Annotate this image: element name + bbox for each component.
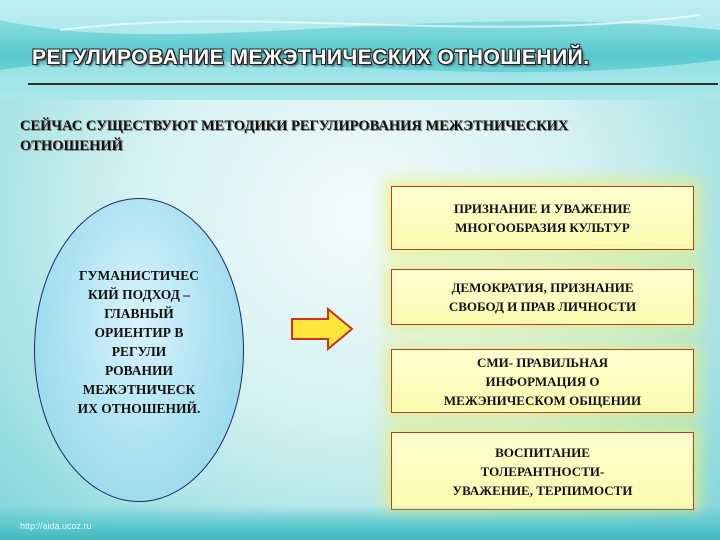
- right-arrow-icon: [291, 307, 354, 351]
- slide-subtitle: СЕЙЧАС СУЩЕСТВУЮТ МЕТОДИКИ РЕГУЛИРОВАНИЯ…: [20, 118, 569, 154]
- slide-title: РЕГУЛИРОВАНИЕ МЕЖЭТНИЧЕСКИХ ОТНОШЕНИЙ.: [32, 46, 590, 69]
- footer-band: [0, 505, 720, 540]
- main-approach-text: ГУМАНИСТИЧЕС КИЙ ПОДХОД – ГЛАВНЫЙ ОРИЕНТ…: [77, 268, 201, 416]
- method-box-tolerance: ВОСПИТАНИЕ ТОЛЕРАНТНОСТИ- УВАЖЕНИЕ, ТЕРП…: [391, 432, 694, 510]
- main-approach-oval: [34, 198, 244, 502]
- method-box-democracy: ДЕМОКРАТИЯ, ПРИЗНАНИЕ СВОБОД И ПРАВ ЛИЧН…: [391, 269, 694, 325]
- title-underline: [28, 83, 718, 85]
- method-box-culture: ПРИЗНАНИЕ И УВАЖЕНИЕ МНОГООБРАЗИЯ КУЛЬТУ…: [391, 186, 694, 250]
- footer-url: http://aida.ucoz.ru: [20, 521, 92, 531]
- banner-wave-decoration: [0, 0, 720, 100]
- method-box-media: СМИ- ПРАВИЛЬНАЯ ИНФОРМАЦИЯ О МЕЖЭНИЧЕСКО…: [391, 349, 694, 413]
